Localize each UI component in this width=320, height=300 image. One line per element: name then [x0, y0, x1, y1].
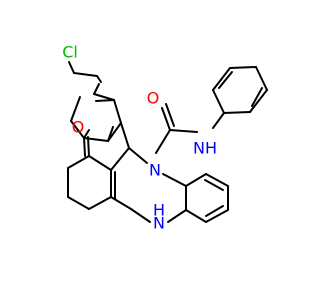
bond-line: [212, 89, 225, 114]
bond-line: [107, 126, 114, 142]
bond-line: [162, 173, 187, 187]
amide-oxygen-label: O: [147, 89, 160, 108]
bond-line: [167, 209, 187, 223]
bond-line: [93, 93, 115, 101]
bond-line: [95, 99, 115, 102]
bond-line: [185, 209, 207, 223]
bond-line: [68, 61, 75, 74]
bond-line: [113, 99, 122, 124]
bond-line: [255, 66, 268, 91]
bond-line: [88, 155, 112, 171]
bond-line: [223, 111, 251, 114]
bond-line: [251, 87, 263, 107]
bond-line: [249, 89, 268, 113]
bond-line: [185, 173, 207, 187]
ring-nitrogen-label: N: [149, 161, 161, 180]
bond-line: [229, 66, 257, 69]
bond-line: [130, 208, 151, 223]
bond-line: [87, 136, 90, 157]
bond-line: [67, 155, 90, 169]
amide-nh-label: NH: [193, 139, 217, 158]
bond-line: [70, 96, 81, 122]
bond-line: [83, 136, 86, 157]
bond-line: [204, 179, 224, 191]
bond-line: [205, 205, 224, 217]
bond-line: [93, 83, 100, 95]
bond-line: [128, 147, 148, 164]
ketone-oxygen-label: O: [72, 118, 85, 137]
ring-nh-nitrogen-label: N: [153, 214, 165, 233]
bond-line: [96, 75, 102, 83]
bond-line: [120, 122, 130, 149]
bond-line: [205, 173, 229, 187]
bond-line: [212, 112, 225, 129]
bond-line: [155, 129, 171, 154]
chlorine-label: Cl: [62, 43, 78, 62]
bond-line: [110, 147, 130, 171]
bond-line: [73, 72, 98, 77]
bond-line: [88, 196, 112, 210]
bond-line: [67, 196, 90, 210]
bond-line: [70, 120, 85, 139]
bond-line: [165, 103, 175, 127]
bond-line: [205, 209, 229, 223]
bond-line: [161, 107, 171, 131]
bond-line: [107, 122, 122, 142]
ring-nh-hydrogen-label: H: [153, 201, 165, 220]
bond-line: [169, 129, 198, 133]
bond-line: [218, 71, 233, 89]
bond-line: [212, 67, 231, 91]
bond-layer: [67, 61, 268, 223]
